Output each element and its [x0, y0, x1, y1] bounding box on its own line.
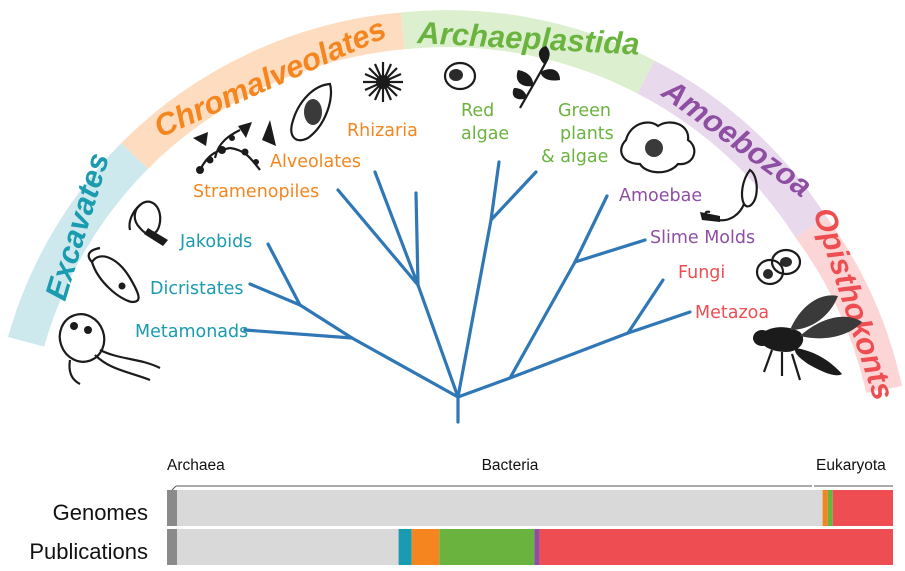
publications-bar-segment-excavates [399, 529, 412, 565]
domain-label-eukaryota: Eukaryota [816, 457, 886, 474]
domain-label-bacteria: Bacteria [482, 457, 539, 474]
domain-labels: Archaea Bacteria Eukaryota [167, 457, 893, 490]
publications-bar-segment-amoebozoa [534, 529, 539, 565]
publications-bar-segment-archaeplastida [439, 529, 534, 565]
branch-left-mid [250, 284, 352, 338]
leaf-fungi: Fungi [678, 263, 725, 283]
genomes-bar-segment-chromalveolates [823, 490, 828, 526]
dicristate-icon [89, 248, 139, 302]
leaf-slime-molds: Slime Molds [650, 228, 755, 248]
leaf-jakobids: Jakobids [179, 232, 252, 252]
branch-jakobids [268, 244, 300, 305]
branch-stramenopiles [338, 190, 418, 285]
alveolate-icon [291, 84, 331, 140]
branch-unikonts [458, 196, 607, 397]
leaf-stramenopiles: Stramenopiles [193, 182, 319, 202]
branch-metazoa [628, 312, 690, 333]
fungi-icon [757, 250, 800, 284]
branch-archaeplastida [458, 162, 499, 397]
genomes-bar-segment-bacteria [177, 490, 822, 526]
amoeba-icon [621, 122, 694, 172]
jakobid-icon [129, 202, 168, 246]
leaf-metazoa: Metazoa [695, 303, 769, 323]
publications-bar [167, 529, 893, 565]
publications-bar-segment-archaea [167, 529, 177, 565]
rhizaria-icon [363, 62, 403, 102]
slime-mold-icon [700, 170, 757, 222]
leaf-alveolates: Alveolates [270, 152, 361, 172]
domain-label-archaea: Archaea [167, 457, 225, 474]
metamonad-icon [53, 308, 160, 384]
stramenopile-icon [193, 120, 276, 174]
leaf-green-plants-line2: plants [560, 124, 614, 144]
bar-label-publications: Publications [29, 539, 148, 564]
genomes-bar-segment-opisthokonts [833, 490, 893, 526]
archaea-bracket [172, 486, 176, 490]
group-title-amoebozoa: Amoebozoa [655, 72, 819, 204]
leaf-dicristates: Dicristates [150, 279, 243, 299]
leaf-metamonads: Metamonads [135, 322, 248, 342]
genomes-bar [167, 490, 893, 526]
genomes-bar-segment-archaeplastida [828, 490, 833, 526]
publications-bar-segment-opisthokonts [539, 529, 893, 565]
group-title-excavates: Excavates [38, 149, 116, 304]
leaf-green-plants-line1: Green [558, 101, 611, 121]
leaf-red-algae-line2: algae [461, 124, 509, 144]
leaf-amoebae: Amoebae [619, 186, 702, 206]
group-title-archaeplastida: Archaeplastida [416, 15, 641, 62]
leaf-rhizaria: Rhizaria [347, 121, 418, 141]
branch-rhizaria [416, 193, 418, 285]
branch-left [245, 330, 458, 397]
bar-label-genomes: Genomes [53, 500, 148, 525]
genomes-bar-segment-archaea [167, 490, 177, 526]
publications-bar-segment-chromalveolates [412, 529, 440, 565]
publications-bar-segment-bacteria [177, 529, 398, 565]
leaf-red-algae-line1: Red [461, 101, 494, 121]
leaf-green-plants-line3: & algae [541, 147, 608, 167]
red-algae-icon [445, 63, 475, 89]
